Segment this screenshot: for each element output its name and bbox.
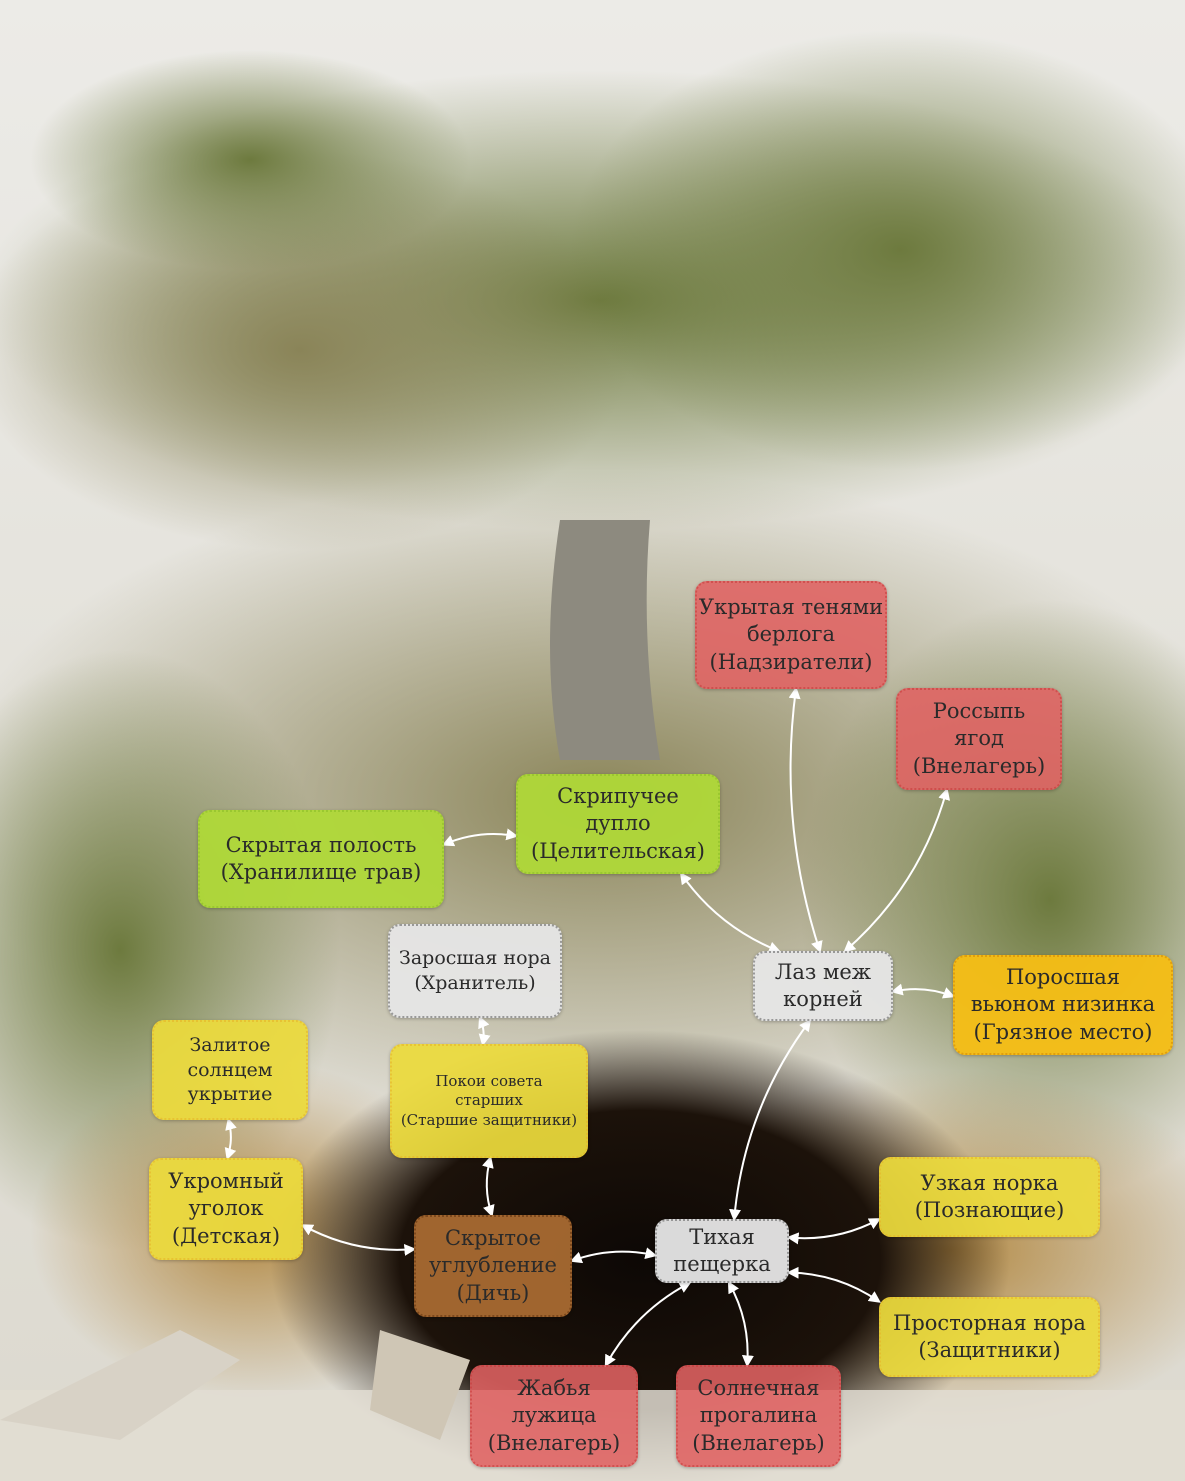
node-sunlit-shelter[interactable]: Залитое солнцем укрытие xyxy=(152,1020,308,1120)
node-label: Просторная нора (Защитники) xyxy=(893,1310,1086,1362)
node-berry-scatter[interactable]: Россыпь ягод (Внелагерь) xyxy=(896,688,1062,790)
node-elders-chamber[interactable]: Покои совета старших (Старшие защитники) xyxy=(390,1044,588,1158)
node-label: Лаз меж корней xyxy=(774,959,872,1011)
node-label: Покои совета старших (Старшие защитники) xyxy=(400,1071,578,1129)
node-creaky-hollow[interactable]: Скрипучее дупло (Целительская) xyxy=(516,774,720,874)
node-label: Скрипучее дупло (Целительская) xyxy=(531,784,705,863)
node-overgrown-burrow[interactable]: Заросшая нора (Хранитель) xyxy=(388,924,562,1018)
node-label: Укромный уголок (Детская) xyxy=(168,1169,284,1248)
node-label: Жабья лужица (Внелагерь) xyxy=(487,1376,621,1455)
node-label: Поросшая вьюном низинка (Грязное место) xyxy=(970,965,1156,1044)
node-label: Скрытое углубление (Дичь) xyxy=(429,1226,557,1305)
node-hidden-cavity[interactable]: Скрытая полость (Хранилище трав) xyxy=(198,810,444,908)
node-label: Укрытая тенями берлога (Надзиратели) xyxy=(698,595,884,674)
node-hidden-hollow[interactable]: Скрытое углубление (Дичь) xyxy=(414,1215,572,1317)
node-label: Скрытая полость (Хранилище трав) xyxy=(220,832,422,884)
node-label: Солнечная прогалина (Внелагерь) xyxy=(692,1376,825,1455)
node-sunny-glade[interactable]: Солнечная прогалина (Внелагерь) xyxy=(676,1365,841,1467)
node-secluded-corner[interactable]: Укромный уголок (Детская) xyxy=(149,1158,303,1260)
node-label: Тихая пещерка xyxy=(673,1224,771,1276)
node-label: Залитое солнцем укрытие xyxy=(187,1033,273,1106)
node-frog-puddle[interactable]: Жабья лужица (Внелагерь) xyxy=(470,1365,638,1467)
node-narrow-burrow[interactable]: Узкая норка (Познающие) xyxy=(879,1157,1100,1237)
node-shadow-den[interactable]: Укрытая тенями берлога (Надзиратели) xyxy=(695,581,887,689)
node-vine-lowland[interactable]: Поросшая вьюном низинка (Грязное место) xyxy=(953,955,1173,1055)
node-label: Россыпь ягод (Внелагерь) xyxy=(912,699,1046,778)
node-label: Узкая норка (Познающие) xyxy=(914,1170,1065,1222)
node-root-passage[interactable]: Лаз меж корней xyxy=(753,951,893,1021)
node-quiet-cave[interactable]: Тихая пещерка xyxy=(655,1219,789,1283)
node-spacious-burrow[interactable]: Просторная нора (Защитники) xyxy=(879,1297,1100,1377)
node-label: Заросшая нора (Хранитель) xyxy=(398,947,552,994)
